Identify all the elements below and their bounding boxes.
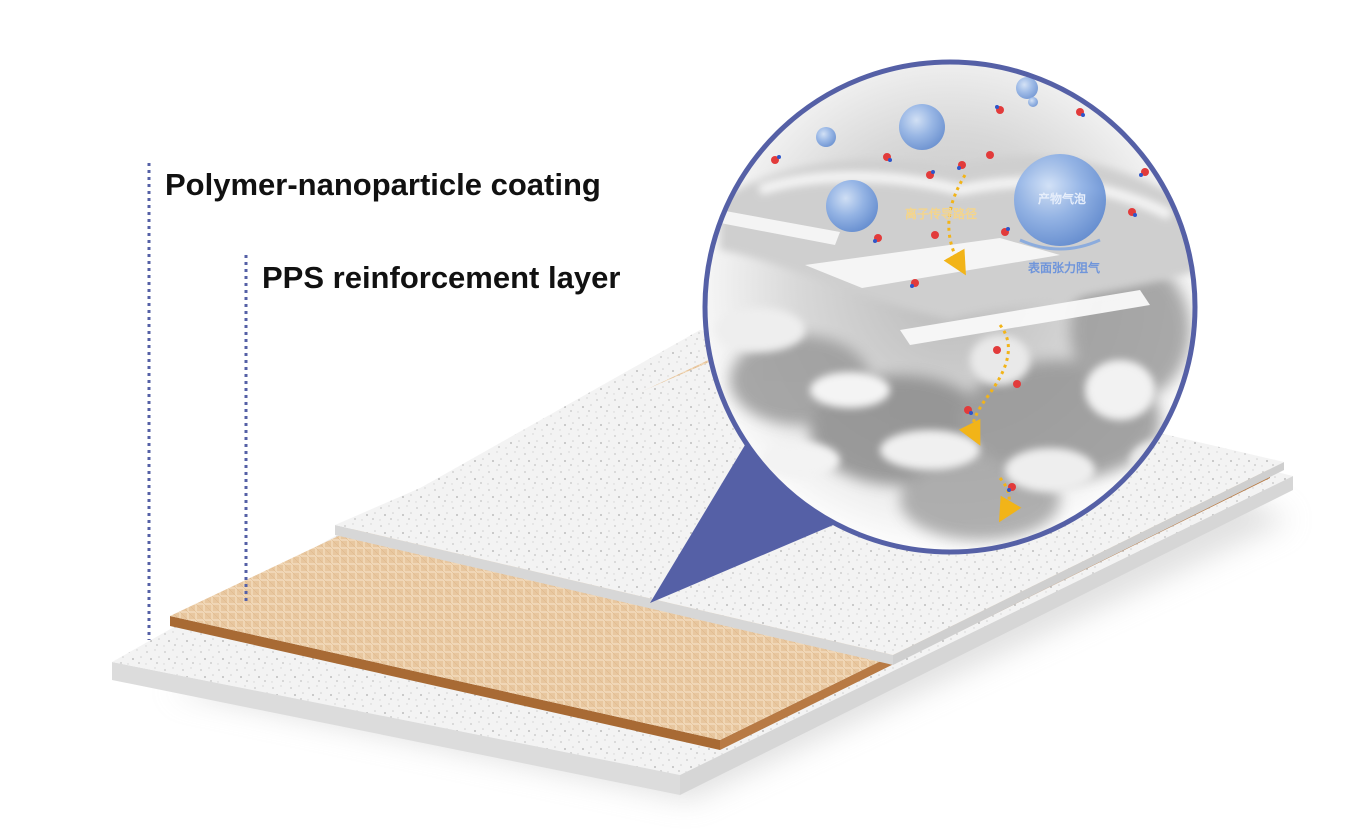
ion-path-annotation: 离子传导路径	[905, 206, 977, 221]
magnifier-ring	[702, 59, 1198, 555]
ion-particles	[771, 105, 1149, 492]
gas-bubble	[1028, 97, 1038, 107]
pps-label: PPS reinforcement layer	[262, 260, 621, 295]
magnified-inset: 离子传导路径 产物气泡 表面张力阻气	[702, 59, 1198, 555]
gas-bubble	[1014, 154, 1106, 246]
surface-tension-annotation: 表面张力阻气	[1027, 260, 1100, 275]
gas-bubble	[826, 180, 878, 232]
coating-label: Polymer-nanoparticle coating	[165, 167, 601, 202]
gas-bubble	[1016, 77, 1038, 99]
ion-path-arrow	[943, 174, 967, 276]
ion-path-arrow	[958, 324, 1010, 446]
gas-bubble	[816, 127, 836, 147]
bubble-annotation: 产物气泡	[1038, 191, 1086, 206]
gas-bubble	[899, 104, 945, 150]
